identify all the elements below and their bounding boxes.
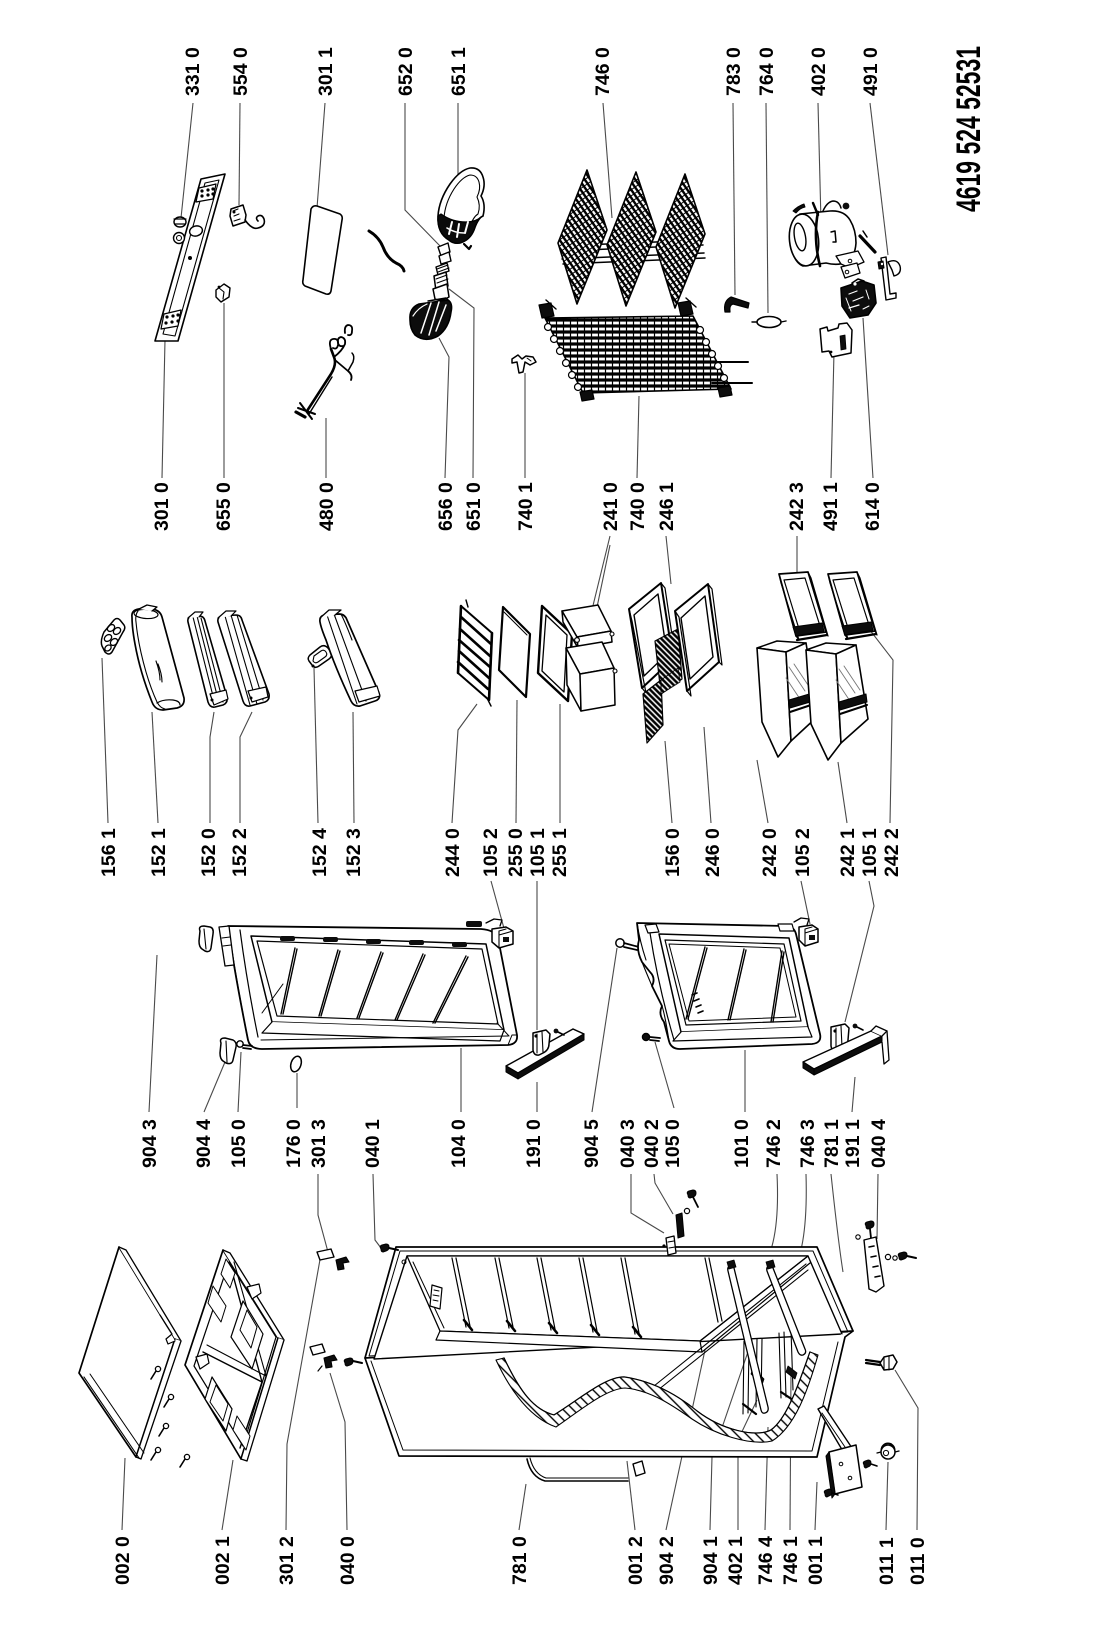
svg-text:746 4: 746 4 bbox=[755, 1536, 777, 1585]
svg-text:040 2: 040 2 bbox=[641, 1119, 663, 1168]
svg-text:4619 524 52531: 4619 524 52531 bbox=[950, 46, 988, 212]
svg-text:651 1: 651 1 bbox=[448, 47, 470, 96]
svg-text:904 2: 904 2 bbox=[656, 1536, 678, 1585]
svg-text:152 1: 152 1 bbox=[148, 828, 170, 877]
svg-text:746 3: 746 3 bbox=[797, 1119, 819, 1168]
svg-text:040 4: 040 4 bbox=[868, 1119, 890, 1168]
svg-text:040 0: 040 0 bbox=[337, 1536, 359, 1585]
svg-text:781 0: 781 0 bbox=[509, 1536, 531, 1585]
svg-text:491 0: 491 0 bbox=[860, 47, 882, 96]
svg-text:040 1: 040 1 bbox=[362, 1119, 384, 1168]
svg-text:242 2: 242 2 bbox=[881, 828, 903, 877]
svg-text:402 1: 402 1 bbox=[725, 1536, 747, 1585]
svg-text:001 1: 001 1 bbox=[805, 1536, 827, 1585]
svg-text:105 2: 105 2 bbox=[792, 828, 814, 877]
svg-text:246 0: 246 0 bbox=[702, 828, 724, 877]
svg-text:614 0: 614 0 bbox=[862, 482, 884, 531]
svg-text:152 0: 152 0 bbox=[198, 828, 220, 877]
svg-text:105 1: 105 1 bbox=[527, 828, 549, 877]
svg-text:105 1: 105 1 bbox=[859, 828, 881, 877]
svg-text:104 0: 104 0 bbox=[448, 1119, 470, 1168]
svg-text:746 2: 746 2 bbox=[763, 1119, 785, 1168]
svg-text:105 2: 105 2 bbox=[480, 828, 502, 877]
svg-text:011 1: 011 1 bbox=[876, 1537, 898, 1585]
svg-text:402 0: 402 0 bbox=[808, 47, 830, 96]
svg-text:491 1: 491 1 bbox=[820, 482, 842, 531]
svg-text:480 0: 480 0 bbox=[316, 482, 338, 531]
svg-text:244 0: 244 0 bbox=[442, 828, 464, 877]
svg-text:246 1: 246 1 bbox=[656, 482, 678, 531]
svg-text:242 3: 242 3 bbox=[786, 482, 808, 531]
svg-text:301 0: 301 0 bbox=[151, 482, 173, 531]
svg-text:746 1: 746 1 bbox=[780, 1536, 802, 1585]
svg-text:764 0: 764 0 bbox=[756, 47, 778, 96]
svg-text:904 3: 904 3 bbox=[139, 1119, 161, 1168]
svg-text:191 0: 191 0 bbox=[523, 1119, 545, 1168]
svg-text:655 0: 655 0 bbox=[213, 482, 235, 531]
svg-text:002 1: 002 1 bbox=[212, 1536, 234, 1585]
svg-text:105 0: 105 0 bbox=[662, 1119, 684, 1168]
svg-text:781 1: 781 1 bbox=[821, 1119, 843, 1168]
svg-text:740 0: 740 0 bbox=[627, 482, 649, 531]
svg-text:002 0: 002 0 bbox=[112, 1536, 134, 1585]
svg-text:904 1: 904 1 bbox=[700, 1536, 722, 1585]
svg-text:156 0: 156 0 bbox=[662, 828, 684, 877]
svg-text:255 1: 255 1 bbox=[549, 828, 571, 877]
svg-text:904 4: 904 4 bbox=[193, 1119, 215, 1168]
svg-text:101 0: 101 0 bbox=[731, 1119, 753, 1168]
svg-text:152 4: 152 4 bbox=[309, 828, 331, 877]
svg-text:242 0: 242 0 bbox=[759, 828, 781, 877]
svg-text:191 1: 191 1 bbox=[842, 1119, 864, 1168]
svg-text:331 0: 331 0 bbox=[182, 47, 204, 96]
svg-text:156 1: 156 1 bbox=[98, 828, 120, 877]
svg-text:651 0: 651 0 bbox=[463, 482, 485, 531]
svg-text:001 2: 001 2 bbox=[625, 1536, 647, 1585]
svg-text:011 0: 011 0 bbox=[907, 1537, 929, 1585]
svg-text:152 2: 152 2 bbox=[229, 828, 251, 877]
svg-text:783 0: 783 0 bbox=[723, 47, 745, 96]
svg-text:105 0: 105 0 bbox=[228, 1119, 250, 1168]
svg-text:242 1: 242 1 bbox=[837, 828, 859, 877]
svg-text:746 0: 746 0 bbox=[592, 47, 614, 96]
svg-text:301 2: 301 2 bbox=[276, 1536, 298, 1585]
svg-text:040 3: 040 3 bbox=[617, 1119, 639, 1168]
svg-text:740 1: 740 1 bbox=[515, 482, 537, 531]
svg-text:152 3: 152 3 bbox=[343, 828, 365, 877]
svg-text:554 0: 554 0 bbox=[230, 47, 252, 96]
svg-text:904 5: 904 5 bbox=[581, 1119, 603, 1168]
svg-text:301 3: 301 3 bbox=[308, 1119, 330, 1168]
svg-text:255 0: 255 0 bbox=[505, 828, 527, 877]
svg-text:656 0: 656 0 bbox=[435, 482, 457, 531]
svg-text:176 0: 176 0 bbox=[283, 1119, 305, 1168]
svg-text:652 0: 652 0 bbox=[395, 47, 417, 96]
svg-text:241 0: 241 0 bbox=[600, 482, 622, 531]
svg-text:301 1: 301 1 bbox=[315, 47, 337, 96]
